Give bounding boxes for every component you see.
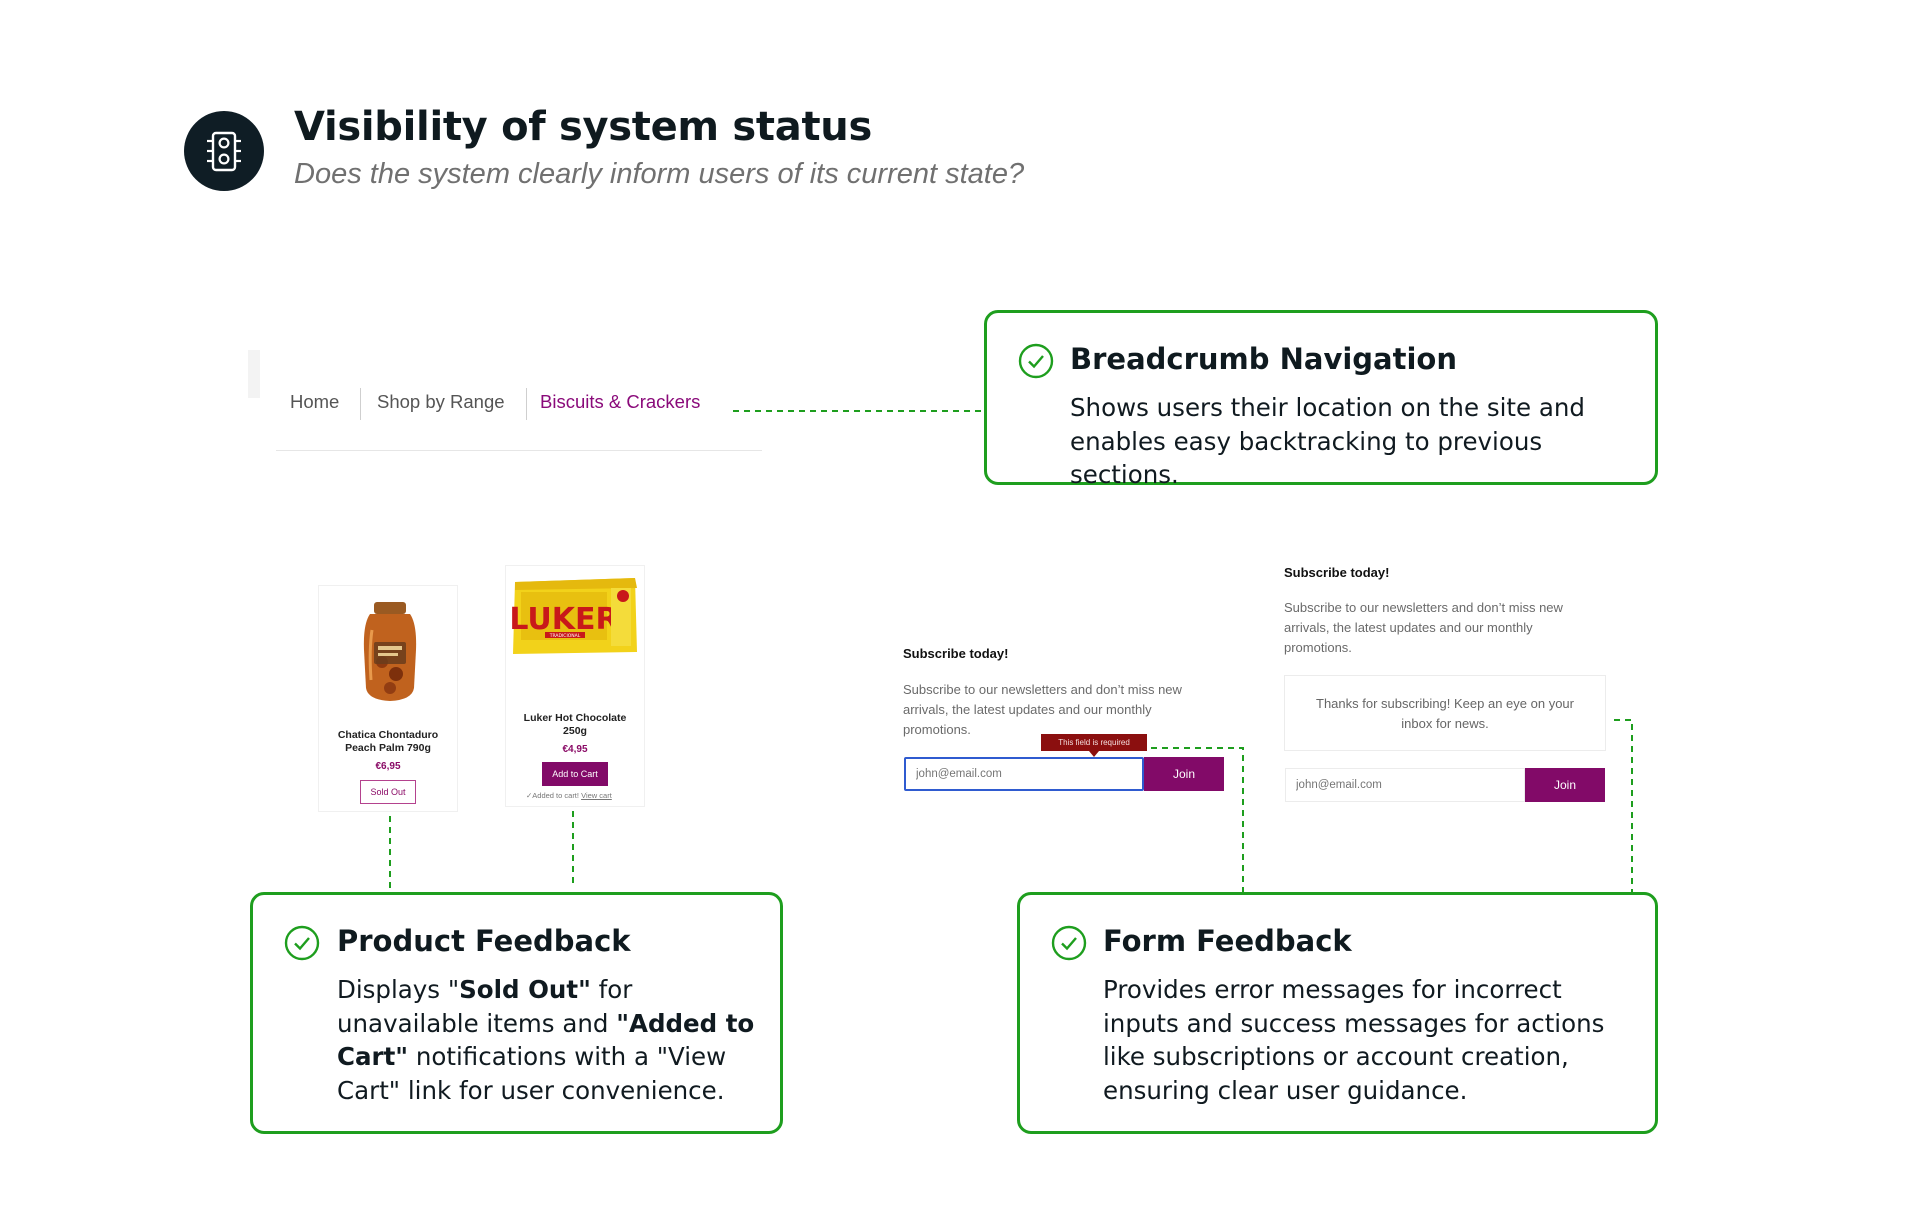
view-cart-link[interactable]: View cart	[581, 791, 612, 800]
callout-title: Form Feedback	[1103, 924, 1352, 958]
breadcrumb-divider	[276, 450, 762, 451]
product-card: LUKER TRADICIONAL Luker Hot Chocolate 25…	[505, 565, 645, 807]
pack-sub-text: TRADICIONAL	[549, 633, 581, 639]
error-tooltip-arrow	[1089, 751, 1099, 757]
callout-text: Shows users their location on the site a…	[1070, 393, 1585, 489]
added-text: ✓Added to cart!	[526, 791, 579, 800]
email-field-error[interactable]	[904, 757, 1144, 791]
jar-image	[363, 602, 417, 701]
check-circle-icon	[284, 925, 320, 961]
breadcrumb-separator	[360, 388, 361, 420]
product-name: Chatica Chontaduro Peach Palm 790g	[337, 729, 439, 754]
check-circle-icon	[1018, 343, 1054, 379]
breadcrumb-item-shop-by-range[interactable]: Shop by Range	[377, 391, 505, 412]
callout-product: Product Feedback Displays "Sold Out" for…	[250, 892, 783, 1134]
breadcrumb: Home Shop by Range Biscuits & Crackers	[290, 388, 760, 420]
sold-out-emphasis: Sold Out"	[459, 975, 591, 1004]
add-to-cart-button[interactable]: Add to Cart	[542, 762, 608, 786]
product-name: Luker Hot Chocolate 250g	[523, 712, 627, 737]
traffic-light-icon	[184, 111, 264, 191]
breadcrumb-strip	[248, 350, 260, 398]
pack-brand-text: LUKER	[511, 602, 619, 637]
callout-breadcrumb: Breadcrumb Navigation Shows users their …	[984, 310, 1658, 489]
breadcrumb-item-home[interactable]: Home	[290, 391, 340, 412]
product-price: €4,95	[562, 744, 588, 755]
breadcrumb-item-current: Biscuits & Crackers	[540, 391, 701, 412]
page-subtitle: Does the system clearly inform users of …	[294, 158, 1025, 190]
added-to-cart-emphasis: "Added to Cart"	[337, 1008, 755, 1072]
breadcrumb-separator	[526, 388, 527, 420]
added-to-cart-message: ✓Added to cart! View cart	[526, 791, 612, 800]
subscribe-text: Subscribe to our newsletters and don’t m…	[1284, 600, 1563, 655]
subscribe-heading: Subscribe today!	[1284, 565, 1390, 580]
join-button[interactable]: Join	[1525, 768, 1605, 802]
callout-title: Breadcrumb Navigation	[1070, 342, 1457, 376]
error-tooltip: This field is required	[1041, 734, 1147, 751]
page-title: Visibility of system status	[294, 104, 872, 150]
product-price: €6,95	[375, 761, 401, 772]
subscribe-text: Subscribe to our newsletters and don’t m…	[903, 682, 1182, 737]
callout-text: Provides error messages for incorrect in…	[1103, 975, 1605, 1105]
check-circle-icon	[1051, 925, 1087, 961]
join-button[interactable]: Join	[1144, 757, 1224, 791]
luker-pack-image: LUKER TRADICIONAL	[511, 572, 639, 658]
product-card: Chatica Chontaduro Peach Palm 790g €6,95…	[318, 585, 458, 812]
callout-title: Product Feedback	[337, 924, 631, 958]
callout-text: Displays "Sold Out" for unavailable item…	[337, 975, 755, 1105]
email-field[interactable]	[1285, 768, 1525, 802]
subscribe-heading: Subscribe today!	[903, 646, 1009, 661]
sold-out-badge: Sold Out	[360, 780, 416, 804]
success-message: Thanks for subscribing! Keep an eye on y…	[1284, 675, 1606, 751]
callout-form: Form Feedback Provides error messages fo…	[1017, 892, 1658, 1134]
